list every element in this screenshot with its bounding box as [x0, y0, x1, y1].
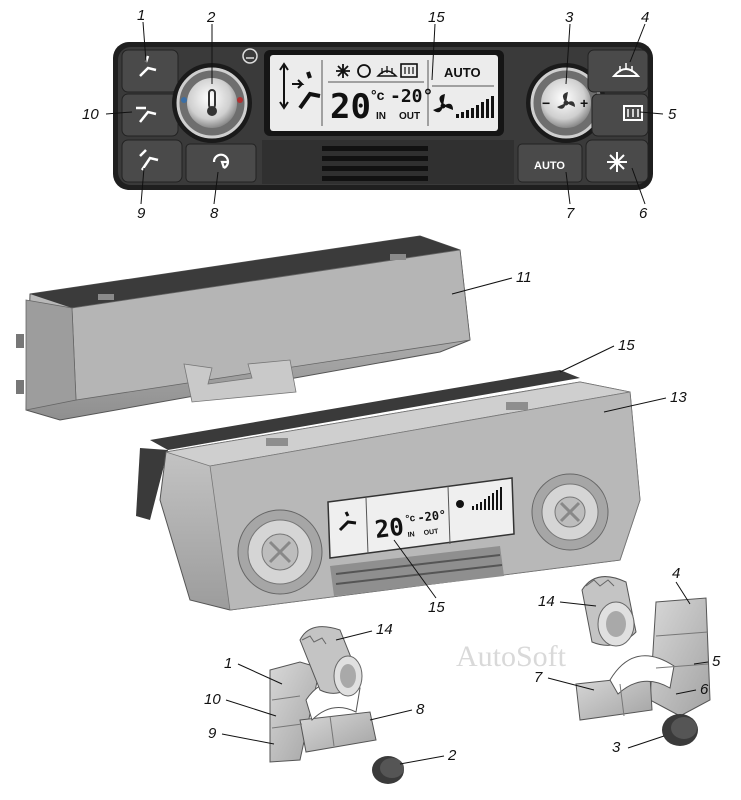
- housing-fan-icon: [456, 500, 464, 508]
- callout-7-bracket: 7: [534, 669, 543, 686]
- recirculation-icon: [212, 153, 230, 169]
- inside-temperature: 20: [330, 87, 371, 127]
- outside-label: OUT: [399, 111, 420, 122]
- callout-8: 8: [210, 205, 219, 222]
- fan-speed-bar: [456, 96, 494, 118]
- rear-defrost-indicator-icon: [400, 63, 418, 78]
- watermark: AutoSoft: [456, 640, 567, 673]
- right-knob-shaft: [581, 576, 637, 647]
- fan-icon: [433, 94, 453, 113]
- right-knob-cap: [662, 714, 698, 746]
- callout-4-bracket: 4: [672, 565, 680, 582]
- housing-outside-temp: -20°: [417, 508, 447, 525]
- callout-4: 4: [641, 9, 649, 26]
- callout-14-right: 14: [538, 593, 555, 610]
- snowflake-icon: [336, 64, 350, 78]
- lcd-display: 20 °c -20° IN OUT AUTO: [264, 50, 504, 136]
- callout-13: 13: [670, 389, 687, 406]
- left-knob-cap: [372, 756, 404, 784]
- callout-2: 2: [206, 9, 216, 26]
- callout-7: 7: [566, 205, 575, 222]
- recirculation-indicator-icon: [357, 64, 371, 78]
- callout-3: 3: [565, 9, 574, 26]
- rear-defrost-button[interactable]: [591, 93, 649, 137]
- airflow-face-icon: [136, 106, 157, 123]
- callout-9-bracket: 9: [208, 725, 217, 742]
- callout-6: 6: [639, 205, 648, 222]
- airflow-feet-icon: [139, 149, 159, 171]
- windshield-defrost-button[interactable]: [587, 49, 649, 93]
- callout-10-bracket: 10: [204, 691, 221, 708]
- thermometer-icon: [207, 89, 217, 116]
- auto-indicator: AUTO: [444, 65, 481, 80]
- callout-5-bracket: 5: [712, 653, 721, 670]
- fan-minus-label: −: [542, 95, 550, 111]
- housing-out-label: OUT: [423, 528, 439, 537]
- rear-cover: [16, 235, 471, 421]
- callout-1: 1: [137, 7, 145, 24]
- callout-9: 9: [137, 205, 146, 222]
- housing-in-label: IN: [407, 531, 415, 539]
- windshield-defrost-indicator-icon: [376, 66, 398, 77]
- recirculation-button[interactable]: [185, 143, 257, 183]
- housing-right-socket: [531, 473, 609, 551]
- callout-14-left: 14: [376, 621, 393, 638]
- housing-inside-temp: 20: [373, 513, 405, 544]
- callout-15-gasket: 15: [618, 337, 635, 354]
- auto-button-label: AUTO: [534, 160, 565, 172]
- air-flow-up-button[interactable]: [121, 49, 179, 93]
- callout-10: 10: [82, 106, 99, 123]
- left-knob-shaft: [299, 626, 363, 697]
- temperature-unit: °c: [371, 87, 385, 103]
- housing-display: 20 °c -20° IN OUT: [327, 477, 515, 559]
- callout-15-display: 15: [428, 599, 445, 616]
- callout-3-cap: 3: [612, 739, 621, 756]
- fan-plus-label: +: [580, 95, 588, 111]
- air-flow-feet-button[interactable]: [121, 139, 183, 183]
- rear-defrost-icon: [623, 105, 643, 121]
- front-leader-lines: [105, 21, 664, 205]
- callout-5: 5: [668, 106, 677, 123]
- airflow-mode-indicator-icon: [279, 62, 321, 110]
- callout-15: 15: [428, 9, 445, 26]
- front-panel: 20 °c -20° IN OUT AUTO: [113, 42, 653, 190]
- auto-button[interactable]: AUTO: [517, 143, 583, 183]
- callout-1-bracket: 1: [224, 655, 232, 672]
- inside-label: IN: [376, 111, 386, 122]
- housing-left-socket: [237, 509, 323, 595]
- right-button-bracket: [575, 597, 711, 721]
- ac-snowflake-icon: [607, 152, 627, 172]
- ac-button[interactable]: [585, 139, 649, 183]
- callout-8-bracket: 8: [416, 701, 425, 718]
- callout-11: 11: [516, 269, 532, 286]
- control-housing: 20 °c -20° IN OUT: [159, 381, 641, 611]
- callout-6-bracket: 6: [700, 681, 709, 698]
- fan-speed-knob[interactable]: − +: [526, 63, 606, 143]
- air-vent-grille: [262, 140, 514, 184]
- housing-fan-bar: [472, 487, 502, 510]
- exploded-leader-lines: [221, 277, 709, 765]
- windshield-defrost-icon: [611, 63, 641, 77]
- air-flow-face-button[interactable]: [121, 93, 179, 137]
- housing-temp-unit: °c: [405, 513, 416, 525]
- outside-temperature: -20°: [390, 86, 433, 107]
- face-sensor-icon: [242, 48, 258, 64]
- callout-2-cap: 2: [447, 747, 457, 764]
- fan-knob-icon: [557, 92, 575, 109]
- gasket-seal: [136, 370, 580, 520]
